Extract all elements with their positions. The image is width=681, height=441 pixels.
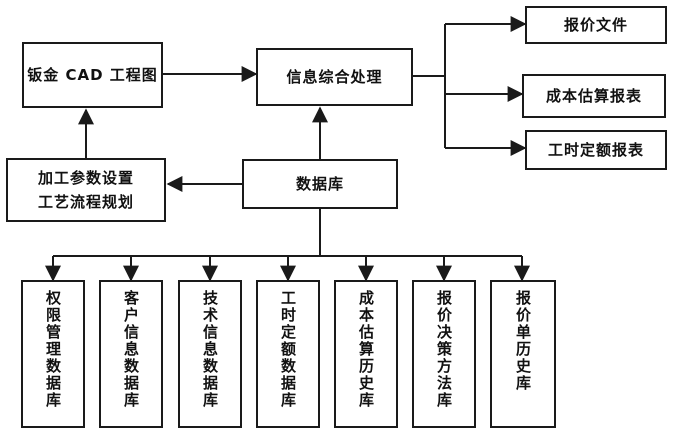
info-processing-label: 信息综合处理 <box>286 68 383 86</box>
db-quote-history: 报价单历史库 <box>490 280 556 428</box>
db-customer-label: 客户信息数据库 <box>122 290 140 409</box>
database-label: 数据库 <box>295 175 344 193</box>
db-quote-method-label: 报价决策方法库 <box>435 290 453 409</box>
output-cost-report: 成本估算报表 <box>522 74 666 118</box>
db-permission-label: 权限管理数据库 <box>44 290 62 409</box>
output-labor-report: 工时定额报表 <box>525 130 667 170</box>
db-technical: 技术信息数据库 <box>178 280 242 428</box>
output-cost-report-label: 成本估算报表 <box>545 87 642 105</box>
output-quote-file-label: 报价文件 <box>563 16 628 34</box>
db-labor-quota-label: 工时定额数据库 <box>279 290 297 409</box>
db-technical-label: 技术信息数据库 <box>201 290 219 409</box>
cad-drawing-label: 钣金 CAD 工程图 <box>27 66 158 84</box>
info-processing-box: 信息综合处理 <box>256 48 413 106</box>
db-quote-history-label: 报价单历史库 <box>514 290 532 392</box>
process-box: 加工参数设置 工艺流程规划 <box>6 158 166 222</box>
output-quote-file: 报价文件 <box>525 6 667 44</box>
db-cost-history-label: 成本估算历史库 <box>357 290 375 409</box>
db-customer: 客户信息数据库 <box>99 280 163 428</box>
db-quote-method: 报价决策方法库 <box>412 280 476 428</box>
db-cost-history: 成本估算历史库 <box>334 280 398 428</box>
process-label-1: 加工参数设置 <box>37 169 134 187</box>
db-labor-quota: 工时定额数据库 <box>256 280 320 428</box>
database-box: 数据库 <box>242 159 398 209</box>
process-label-2: 工艺流程规划 <box>37 193 134 211</box>
cad-drawing-box: 钣金 CAD 工程图 <box>22 42 163 108</box>
db-permission: 权限管理数据库 <box>21 280 85 428</box>
output-labor-report-label: 工时定额报表 <box>547 141 644 159</box>
